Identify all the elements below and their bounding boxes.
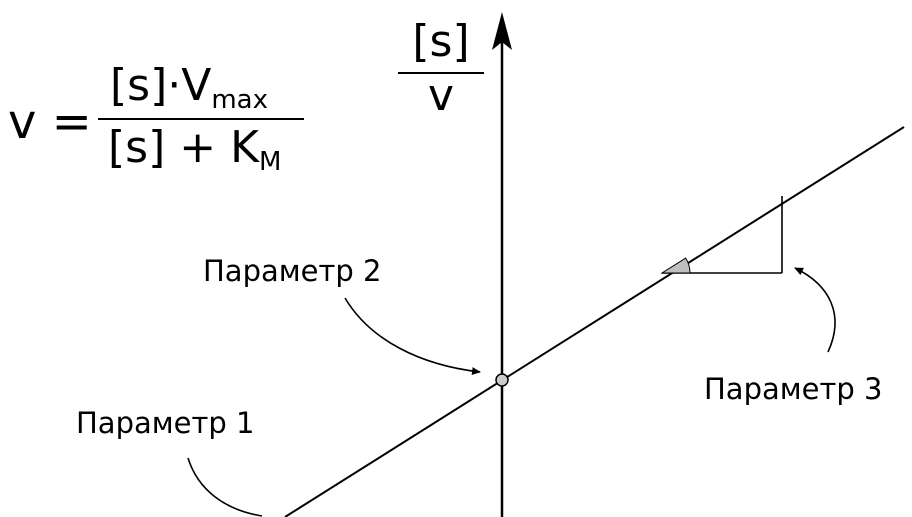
y-intercept-point: [495, 373, 509, 387]
michaelis-menten-formula: v = [s]·Vmax [s] + KM: [8, 62, 308, 182]
formula-denominator-subscript: M: [258, 147, 282, 177]
y-axis-label: [s] v: [398, 16, 484, 121]
y-axis-arrowhead-icon: [492, 12, 512, 50]
formula-numerator: [s]·Vmax: [110, 60, 268, 114]
callout-arrow-param-1: [187, 457, 263, 517]
callout-label-param-1: Параметр 1: [76, 406, 255, 440]
formula-fraction-bar: [98, 118, 304, 120]
formula-denominator: [s] + KM: [108, 122, 281, 176]
formula-lhs: v =: [8, 94, 92, 150]
callout-label-param-3: Параметр 3: [704, 372, 883, 406]
formula-denominator-text: [s] + K: [108, 122, 259, 173]
y-axis-label-fraction-bar: [398, 72, 484, 74]
callout-arrow-param-2: [344, 297, 481, 376]
regression-line: [284, 126, 905, 517]
y-axis-label-numerator: [s]: [412, 16, 470, 67]
slope-angle-marker: [660, 257, 691, 274]
formula-numerator-subscript: max: [211, 85, 268, 115]
formula-numerator-text: [s]·V: [110, 60, 212, 111]
y-axis-label-denominator: v: [427, 70, 455, 121]
callout-label-param-2: Параметр 2: [203, 254, 382, 288]
callout-arrow-param-3: [794, 267, 836, 353]
